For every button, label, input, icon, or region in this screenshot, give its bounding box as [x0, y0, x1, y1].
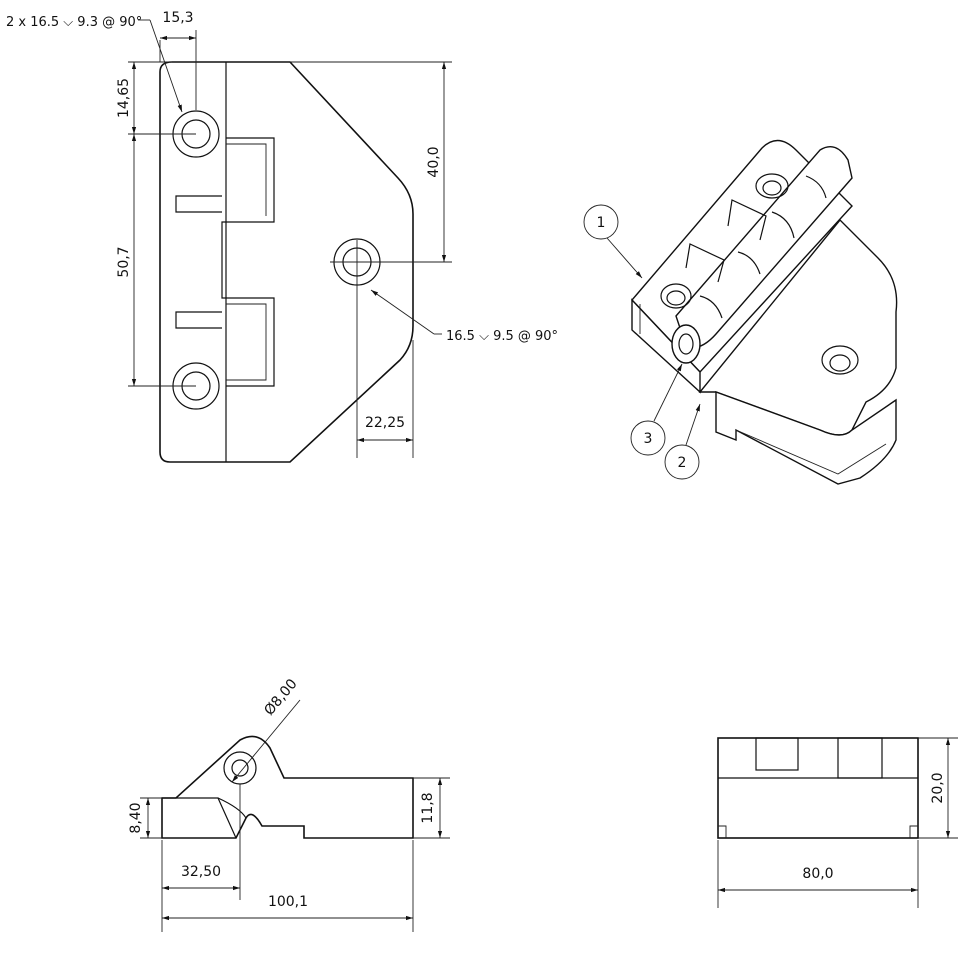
- side-view-knuckle-line: [217, 797, 247, 819]
- top-view-finger-upper: [175, 195, 222, 213]
- dimension-14-65: 14,65: [116, 61, 196, 135]
- top-view-finger-lower: [175, 311, 222, 329]
- iso-knuckle-tab-upper: [727, 199, 767, 241]
- note-single-hole-text: 16.5 ⌵ 9.5 @ 90°: [446, 329, 558, 344]
- dimension-diameter-8: Ø8,00: [231, 676, 301, 783]
- note-pair-holes-text: 2 x 16.5 ⌵ 9.3 @ 90°: [6, 15, 142, 30]
- note-pair-holes: 2 x 16.5 ⌵ 9.3 @ 90°: [6, 15, 183, 113]
- dim-label-32-50: 32,50: [181, 864, 221, 880]
- dim-label-15-3: 15,3: [162, 10, 193, 26]
- balloon-2: 2: [664, 403, 701, 480]
- balloon-1: 1: [583, 204, 643, 279]
- iso-knuckle-tab-lower: [685, 243, 725, 283]
- side-view-leaf-line: [162, 797, 237, 839]
- dimension-8-40: 8,40: [128, 797, 162, 839]
- dimension-100-1: 100,1: [161, 840, 414, 932]
- side-view-pin: [223, 751, 257, 785]
- dimension-11-8: 11,8: [413, 777, 450, 839]
- side-view-outline: [161, 735, 414, 839]
- iso-right-leaf-bottom-edge: [735, 429, 887, 475]
- balloon-3-label: 3: [644, 431, 653, 447]
- dim-label-80-0: 80,0: [802, 866, 833, 882]
- iso-pin-end: [671, 324, 701, 364]
- end-view-tab-left: [755, 737, 799, 771]
- dimension-20-0: 20,0: [918, 737, 958, 839]
- dimension-50-7: 50,7: [116, 134, 196, 387]
- dim-label-diameter: Ø8,00: [261, 676, 300, 719]
- balloon-2-label: 2: [678, 455, 687, 471]
- dimension-32-50: 32,50: [161, 784, 241, 900]
- dim-label-100-1: 100,1: [268, 894, 308, 910]
- iso-knuckle-segments: [699, 175, 827, 319]
- dim-label-11-8: 11,8: [420, 792, 436, 823]
- dim-label-14-65: 14,65: [116, 78, 132, 118]
- note-single-hole: 16.5 ⌵ 9.5 @ 90°: [370, 289, 558, 344]
- dimension-22-25: 22,25: [356, 240, 414, 458]
- dim-label-40-0: 40,0: [426, 146, 442, 177]
- iso-right-leaf-front: [715, 390, 897, 485]
- dimension-15-3: 15,3: [159, 10, 197, 110]
- balloon-1-label: 1: [597, 215, 606, 231]
- top-view: 15,3 14,65 50,7 40,0 22,25: [6, 10, 558, 463]
- iso-hole-left-1: [660, 283, 692, 309]
- dimension-80-0: 80,0: [717, 840, 919, 908]
- dim-label-22-25: 22,25: [365, 415, 405, 431]
- top-view-upper-tab: [221, 137, 275, 387]
- balloon-3: 3: [630, 363, 683, 456]
- top-view-outline: [159, 61, 414, 463]
- dim-label-8-40: 8,40: [128, 802, 144, 833]
- end-view-tab-right: [837, 737, 883, 779]
- end-view-feet: [718, 825, 918, 838]
- top-view-tab-inner: [226, 143, 267, 381]
- dimension-40-0: 40,0: [290, 61, 452, 263]
- end-view: 20,0 80,0: [717, 737, 958, 908]
- side-view: Ø8,00 8,40 11,8 32,50 100,1: [128, 676, 450, 932]
- iso-hole-right: [821, 345, 859, 375]
- dim-label-50-7: 50,7: [116, 246, 132, 277]
- end-view-outline: [717, 737, 919, 839]
- isometric-view: 1 3 2: [583, 139, 898, 485]
- iso-hole-left-2: [755, 173, 789, 199]
- dim-label-20-0: 20,0: [930, 772, 946, 803]
